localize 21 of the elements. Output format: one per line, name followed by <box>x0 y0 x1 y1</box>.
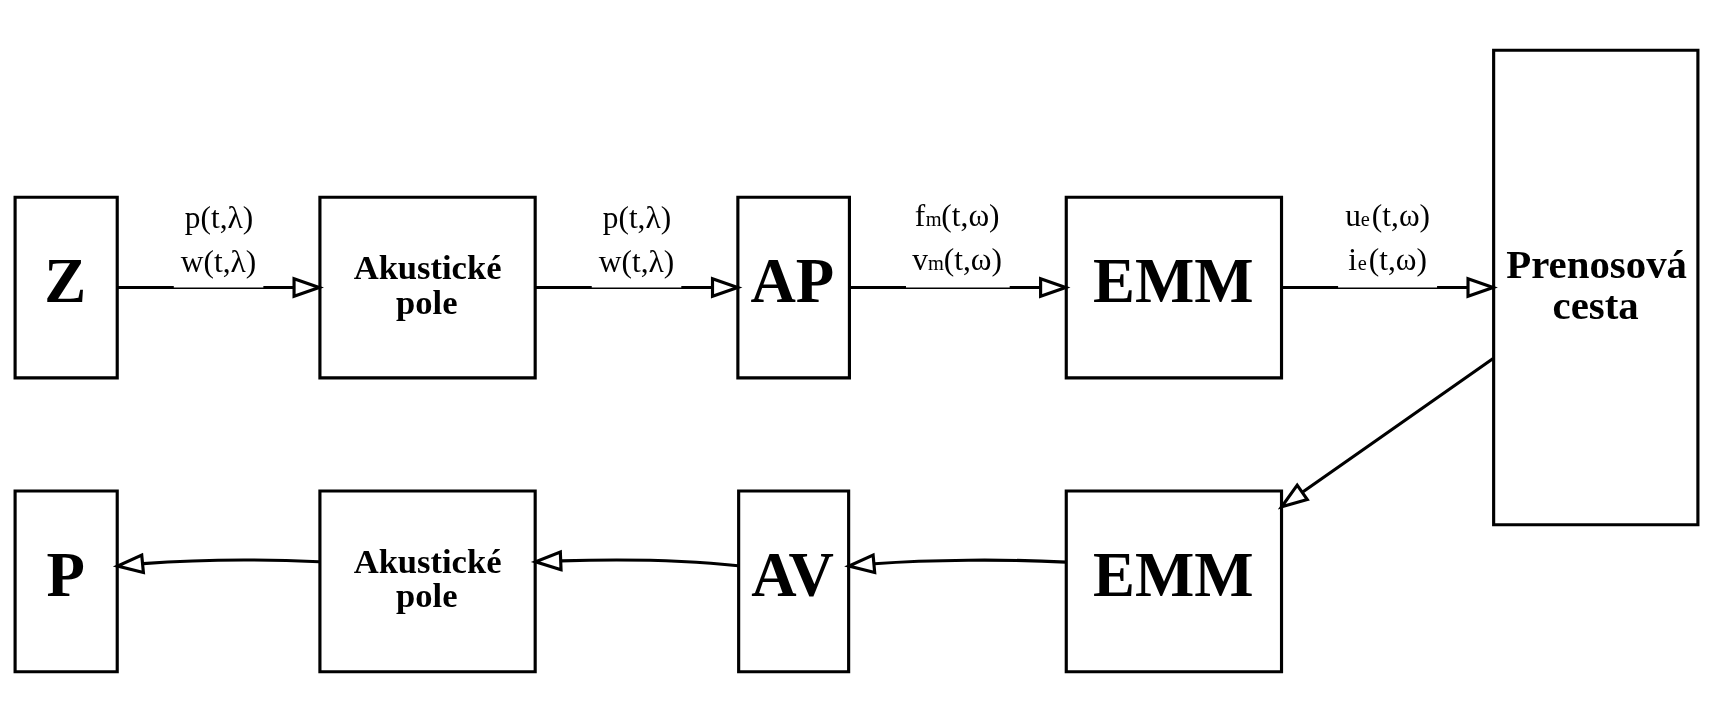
edge-label: p(t,λ) w(t,λ) <box>180 199 257 279</box>
arrow <box>849 276 1071 299</box>
node-box: EMM <box>1064 488 1284 673</box>
node-box: Z <box>13 195 119 379</box>
node-box: Prenosová cesta <box>1492 48 1700 526</box>
edge-label: ue(t,ω) ie(t,ω) <box>1345 197 1431 277</box>
node-box: EMM <box>1064 195 1284 379</box>
arrow <box>535 276 743 299</box>
arrow <box>1281 276 1498 299</box>
node-box: Akustické pole <box>318 195 537 379</box>
arrow <box>530 549 739 572</box>
node-box: AP <box>736 195 851 379</box>
node-box: P <box>13 488 119 673</box>
arrow <box>117 276 324 299</box>
arrow <box>844 552 1067 575</box>
node-box: AV <box>737 488 851 673</box>
edge-label: fm(t,ω) vm(t,ω) <box>912 197 1002 277</box>
arrow <box>1277 356 1495 510</box>
node-box: Akustické pole <box>318 488 537 673</box>
arrow <box>112 552 320 575</box>
edge-label: p(t,λ) w(t,λ) <box>598 199 675 279</box>
